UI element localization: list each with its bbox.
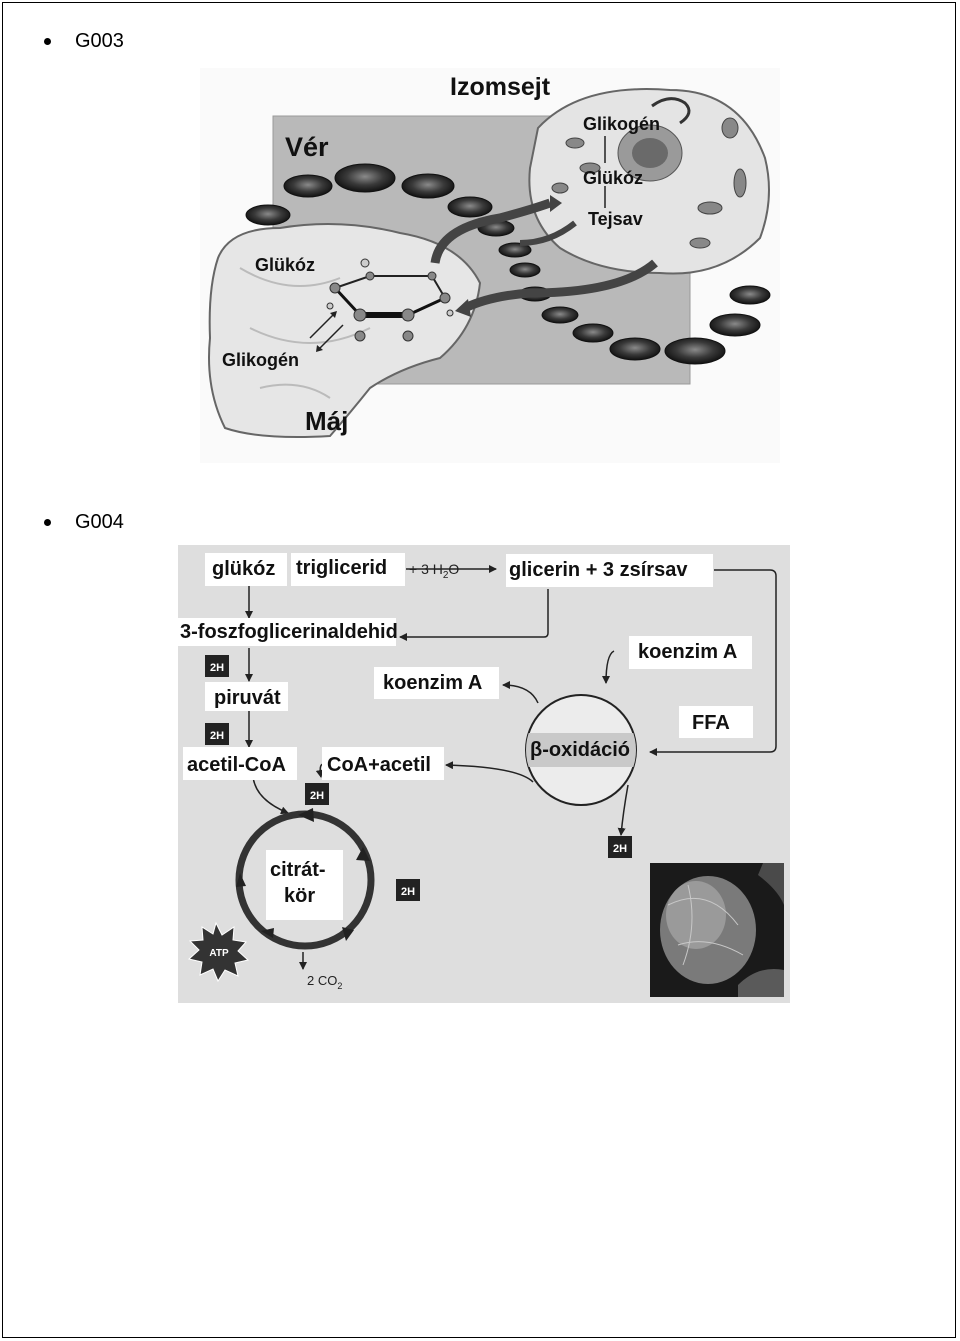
section-label: G004 bbox=[75, 511, 124, 533]
h2-badge-label: 2H bbox=[210, 730, 224, 742]
coenzyme-a-label: koenzim A bbox=[638, 641, 737, 663]
red-blood-cell bbox=[447, 196, 493, 218]
red-blood-cell bbox=[572, 323, 614, 343]
glucose-label: glükóz bbox=[212, 558, 275, 580]
red-blood-cell bbox=[401, 173, 455, 199]
h2-badge-label: 2H bbox=[310, 790, 324, 802]
bullet-icon bbox=[44, 519, 51, 526]
h2-badge-label: 2H bbox=[613, 843, 627, 855]
citrate-label-box bbox=[266, 850, 343, 920]
pathway-arrows bbox=[245, 565, 777, 970]
h2-badge: 2H bbox=[396, 879, 420, 901]
pyruvate-label: piruvát bbox=[214, 687, 281, 709]
triglyceride-label: triglicerid bbox=[296, 557, 387, 579]
red-blood-cell bbox=[541, 306, 579, 324]
section-g003: G003 bbox=[44, 30, 124, 53]
co2-label: 2 CO2 bbox=[307, 973, 342, 991]
citrate-cycle-label-line1: citrát- bbox=[270, 859, 326, 881]
red-blood-cell bbox=[709, 313, 761, 337]
atp-label: ATP bbox=[209, 948, 229, 959]
section-label: G003 bbox=[75, 30, 124, 52]
muscle-glycogen-label: Glikogén bbox=[583, 114, 660, 134]
fat-cell-micrograph bbox=[650, 863, 784, 997]
ffa-label: FFA bbox=[692, 712, 730, 734]
transport-arrows bbox=[430, 195, 658, 317]
citrate-cycle bbox=[235, 808, 375, 950]
red-blood-cells bbox=[245, 163, 771, 365]
red-blood-cell bbox=[729, 285, 771, 305]
glycerol-fatty-acids-label: glicerin + 3 zsírsav bbox=[509, 559, 688, 581]
figure-metabolism: ATP 2H 2H 2H 2H 2H glükóz triglicerid + … bbox=[178, 545, 790, 1003]
muscle-glucose-label: Glükóz bbox=[583, 168, 643, 188]
liver-glycogen-label: Glikogén bbox=[222, 350, 299, 370]
figure-muscle-liver: Izomsejt Vér Glikogén Glükóz Tejsav Glük… bbox=[200, 68, 780, 463]
coenzyme-a-label: koenzim A bbox=[383, 672, 482, 694]
water-label: + 3 H2O bbox=[409, 561, 459, 581]
h2-badge: 2H bbox=[205, 723, 229, 745]
label-boxes bbox=[178, 553, 753, 780]
h2-badge-label: 2H bbox=[401, 886, 415, 898]
atp-burst-icon: ATP bbox=[187, 921, 250, 983]
liver bbox=[208, 223, 482, 438]
glucose-molecule-icon bbox=[326, 258, 454, 342]
red-blood-cell bbox=[498, 242, 532, 258]
muscle-cell bbox=[528, 88, 770, 275]
red-blood-cell bbox=[245, 204, 291, 226]
section-g004: G004 bbox=[44, 511, 124, 534]
liver-glucose-label: Glükóz bbox=[255, 255, 315, 275]
h2-badge-label: 2H bbox=[210, 662, 224, 674]
red-blood-cell bbox=[509, 262, 541, 278]
beta-oxidation-circle bbox=[525, 694, 637, 806]
coa-acetyl-label: CoA+acetil bbox=[327, 754, 431, 776]
acetyl-coa-label: acetil-CoA bbox=[187, 754, 286, 776]
red-blood-cell bbox=[334, 163, 396, 193]
red-blood-cell bbox=[609, 337, 661, 361]
muscle-cell-title: Izomsejt bbox=[450, 73, 551, 101]
blood-label: Vér bbox=[285, 132, 329, 162]
bullet-icon bbox=[44, 38, 51, 45]
beta-oxidation-label: β-oxidáció bbox=[530, 739, 630, 761]
h2-badge: 2H bbox=[305, 783, 329, 805]
red-blood-cell bbox=[664, 337, 726, 365]
h2-badge: 2H bbox=[608, 836, 632, 858]
citrate-cycle-label-line2: kör bbox=[284, 885, 315, 907]
g3p-label: 3-foszfoglicerinaldehid bbox=[180, 621, 398, 643]
lactic-acid-label: Tejsav bbox=[588, 209, 643, 229]
h2-badges: 2H 2H 2H 2H 2H bbox=[205, 655, 632, 901]
h2-badge: 2H bbox=[205, 655, 229, 677]
red-blood-cell bbox=[283, 174, 333, 198]
liver-label: Máj bbox=[305, 406, 348, 436]
liver-conversion-arrows bbox=[309, 311, 344, 352]
